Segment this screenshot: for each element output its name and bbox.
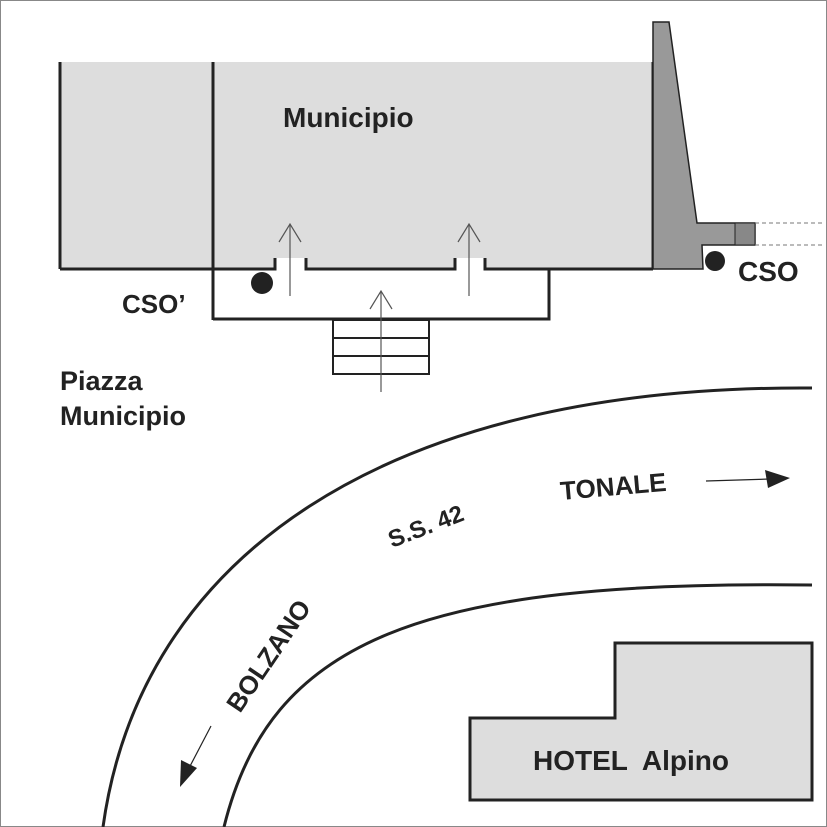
cso-right-marker	[705, 251, 725, 271]
piazza-label-line2: Municipio	[60, 401, 186, 431]
entrance-arrows	[278, 222, 481, 392]
piazza-label-line1: Piazza	[60, 366, 144, 396]
arrow-right-icon	[705, 470, 790, 488]
road-outer-edge	[101, 386, 813, 827]
arrow-down-left-icon	[180, 725, 212, 787]
cso-left-label: CSO’	[122, 289, 186, 319]
municipio-label: Municipio	[283, 102, 414, 133]
hotel-label: HOTEL Alpino	[533, 745, 729, 776]
road-inner-edge	[222, 583, 813, 827]
arrow-up-icon	[278, 222, 302, 296]
arrow-up-icon	[369, 289, 393, 392]
door-right-gap	[455, 258, 485, 270]
arrow-up-icon	[457, 222, 481, 296]
hotel-building	[468, 641, 814, 802]
cso-left-marker	[251, 272, 273, 294]
cso-right-label: CSO	[738, 256, 799, 287]
wall-outlet	[734, 222, 756, 246]
municipio-building	[60, 62, 653, 269]
